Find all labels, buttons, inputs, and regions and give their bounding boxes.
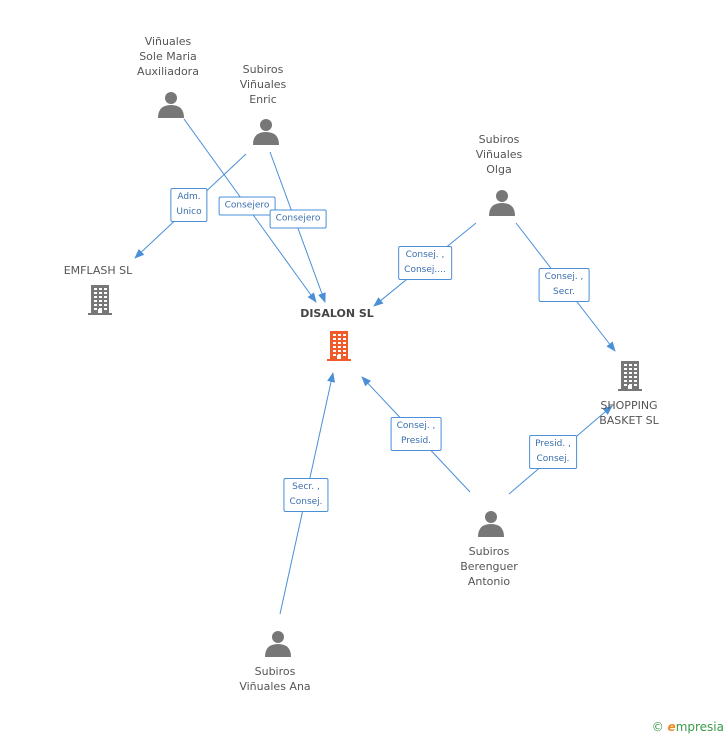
label-line: Viñuales Ana (239, 680, 311, 693)
edge-label-enric-emflash[interactable]: Adm. Unico (170, 188, 208, 222)
label-line: Viñuales (239, 78, 287, 91)
edge-label-sole-disalon[interactable]: Consejero (218, 196, 276, 216)
person-icon (158, 92, 184, 118)
edge-label-olga-disalon[interactable]: Consej. , Consej.... (398, 246, 452, 280)
person-icon (478, 511, 504, 537)
label-line: Auxiliadora (137, 65, 199, 78)
edge-label-ana-disalon[interactable]: Secr. , Consej. (283, 478, 329, 512)
node-label-disalon[interactable]: DISALON SL (300, 306, 374, 321)
label-line: Consej. (536, 454, 570, 464)
label-line: Consej. (289, 497, 323, 507)
label-line: Viñuales (475, 148, 523, 161)
label-line: Subiros (468, 545, 510, 558)
person-icon (253, 119, 279, 145)
label-line: Olga (486, 163, 512, 176)
label-line: Antonio (467, 575, 511, 588)
person-icon (265, 631, 291, 657)
node-label-emflash[interactable]: EMFLASH SL (64, 263, 133, 278)
label-line: Adm. (177, 192, 201, 202)
label-line: Consejero (275, 213, 321, 224)
label-line: Berenguer (460, 560, 518, 573)
building-icon (327, 331, 351, 361)
person-icon (489, 190, 515, 216)
node-label-shopping[interactable]: SHOPPING BASKET SL (599, 398, 659, 428)
label-line: Consej. , (544, 272, 584, 282)
label-line: Consej.... (404, 265, 446, 275)
label-line: Subiros (254, 665, 296, 678)
label-line: Subiros (478, 133, 520, 146)
label-line: Sole Maria (139, 50, 197, 63)
label-line: EMFLASH SL (63, 264, 133, 277)
label-line: Unico (176, 207, 202, 217)
label-line: Consej. , (396, 421, 436, 431)
label-line: Presid. (400, 436, 432, 446)
label-line: Enric (249, 93, 277, 106)
label-line: SHOPPING (600, 399, 658, 412)
edge-label-enric-disalon[interactable]: Consejero (269, 209, 327, 229)
label-line: Subiros (242, 63, 284, 76)
label-line: BASKET SL (599, 414, 659, 427)
label-line: Consej. , (405, 250, 445, 260)
building-icon (618, 361, 642, 391)
label-line: Secr. (553, 287, 575, 297)
label-line: DISALON SL (300, 307, 374, 320)
edge-label-antonio-disalon[interactable]: Consej. , Presid. (390, 417, 442, 451)
empresia-logo: © empresia (651, 720, 724, 734)
label-line: Viñuales (144, 35, 192, 48)
edge-label-antonio-shopping[interactable]: Presid. , Consej. (529, 435, 577, 469)
edge-label-olga-shopping[interactable]: Consej. , Secr. (538, 268, 590, 302)
label-line: Secr. , (292, 482, 320, 492)
label-line: Presid. , (535, 439, 571, 449)
building-icon (88, 285, 112, 315)
label-line: Consejero (224, 200, 270, 211)
